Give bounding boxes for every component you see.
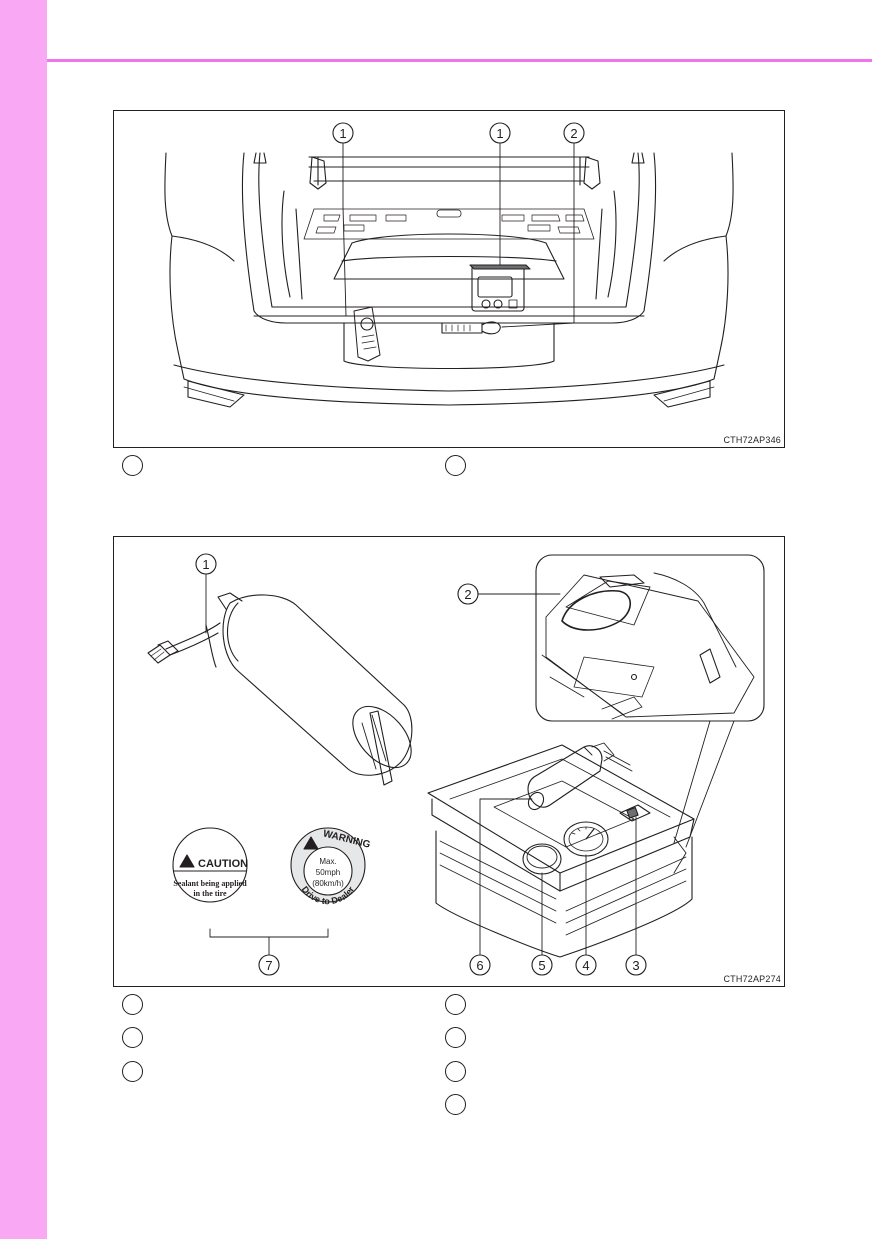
svg-text:Sealant being applied: Sealant being applied xyxy=(173,879,247,888)
svg-text:(80km/h): (80km/h) xyxy=(312,879,344,888)
svg-text:50mph: 50mph xyxy=(316,868,340,877)
figure-repair-kit: 1 CAUTION Sealant being applied in the t… xyxy=(113,536,785,987)
callout-2: 2 xyxy=(457,583,479,605)
figure-code: CTH72AP346 xyxy=(723,435,781,445)
svg-text:Max.: Max. xyxy=(319,857,336,866)
svg-text:4: 4 xyxy=(582,958,589,973)
legend-marker-6 xyxy=(445,1061,466,1082)
callout-5: 5 xyxy=(531,954,553,976)
svg-text:7: 7 xyxy=(265,958,272,973)
callout-6: 6 xyxy=(469,954,491,976)
svg-text:5: 5 xyxy=(538,958,545,973)
svg-text:1: 1 xyxy=(496,126,503,141)
svg-text:3: 3 xyxy=(632,958,639,973)
legend-marker-2 xyxy=(122,1027,143,1048)
svg-text:CAUTION: CAUTION xyxy=(198,858,248,870)
svg-text:1: 1 xyxy=(202,557,209,572)
svg-text:in the tire: in the tire xyxy=(193,889,227,898)
legend-marker-5 xyxy=(445,1027,466,1048)
repair-kit-illustration: 1 CAUTION Sealant being applied in the t… xyxy=(147,553,765,976)
svg-text:2: 2 xyxy=(464,587,471,602)
svg-text:1: 1 xyxy=(339,126,346,141)
chapter-color-band xyxy=(0,0,47,1239)
callout-1: 1 xyxy=(195,553,217,575)
caution-sticker: CAUTION Sealant being applied in the tir… xyxy=(172,827,248,903)
svg-text:2: 2 xyxy=(570,126,577,141)
legend-marker-1 xyxy=(122,455,143,476)
callout-4: 4 xyxy=(575,954,597,976)
legend-marker-3 xyxy=(122,1061,143,1082)
callout-3: 3 xyxy=(625,954,647,976)
legend-marker-1 xyxy=(122,994,143,1015)
figure-code: CTH72AP274 xyxy=(723,974,781,984)
figure-luggage-compartment: 1 1 2 CTH72AP346 xyxy=(113,110,785,448)
legend-marker-7 xyxy=(445,1094,466,1115)
callout-1-right: 1 xyxy=(489,122,511,144)
svg-text:6: 6 xyxy=(476,958,483,973)
luggage-compartment-illustration: 1 1 2 xyxy=(164,122,734,408)
callout-1-left: 1 xyxy=(332,122,354,144)
callout-2: 2 xyxy=(563,122,585,144)
legend-marker-4 xyxy=(445,994,466,1015)
header-rule xyxy=(47,59,872,62)
callout-7: 7 xyxy=(258,954,280,976)
warning-sticker: WARNING Max. 50mph (80km/h) Drive to Dea… xyxy=(290,827,372,906)
legend-marker-2 xyxy=(445,455,466,476)
